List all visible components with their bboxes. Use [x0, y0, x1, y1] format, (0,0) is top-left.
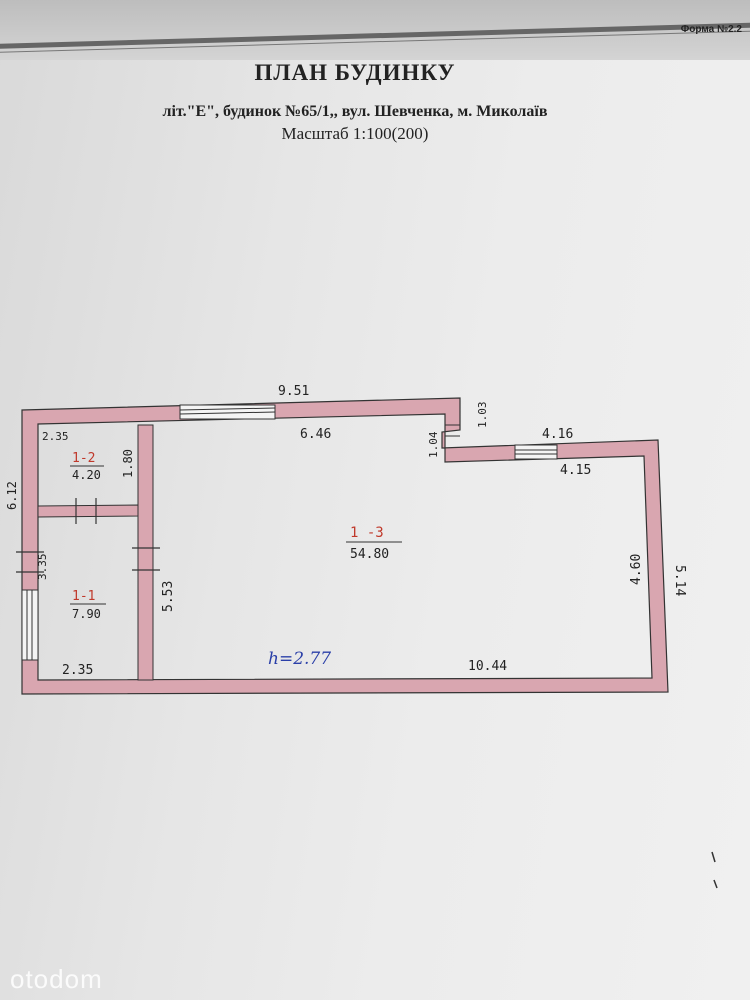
dim-top-inner: 6.46: [300, 427, 331, 442]
watermark-logo: otodom: [10, 964, 103, 994]
dim-step-inner: 1.04: [427, 431, 440, 458]
room-1-3: 1 -3 54.80: [346, 525, 402, 562]
step-opening: [445, 424, 460, 437]
partition-vertical: [137, 424, 154, 681]
door-mark-2: [132, 547, 160, 571]
dim-right-top-outer: 4.16: [542, 427, 573, 442]
dim-right-inner: 4.60: [629, 554, 644, 585]
dim-bottom-left: 2.35: [62, 663, 93, 678]
room-1-1: 1-1 7.90: [70, 589, 106, 621]
room-1-2: 1-2 4.20: [70, 451, 104, 482]
dim-room12-height: 1.80: [121, 449, 135, 478]
dim-step-vertical: 1.03: [476, 402, 489, 429]
room-id: 1-1: [72, 589, 95, 604]
dim-bottom-right: 10.44: [468, 659, 507, 674]
room-area: 7.90: [72, 607, 101, 621]
scale-note: Масштаб 1:100(200): [281, 124, 429, 143]
dim-right-outer: 5.14: [672, 565, 687, 596]
door-mark-3: [16, 551, 44, 573]
dim-right-top-inner: 4.15: [560, 463, 591, 478]
door-mark-1: [75, 498, 97, 524]
room-area: 54.80: [350, 547, 389, 562]
dim-top-total: 9.51: [278, 384, 309, 399]
dim-room12-width: 2.35: [42, 430, 69, 443]
window-right-top: [514, 444, 558, 460]
dim-left-outer: 6.12: [5, 481, 19, 510]
address-subtitle: літ."Е", будинок №65/1,, вул. Шевченка, …: [162, 103, 548, 120]
room-area: 4.20: [72, 468, 101, 482]
room-id: 1 -3: [350, 525, 384, 541]
pen-mark: [711, 851, 718, 889]
dim-partition-height: 5.53: [161, 581, 176, 612]
dim-room11-height: 3.35: [36, 554, 49, 581]
outer-wall: [21, 397, 669, 695]
ceiling-height-note: h=2.77: [268, 649, 331, 669]
window-top: [179, 404, 276, 420]
window-left: [21, 589, 39, 661]
page-title: ПЛАН БУДИНКУ: [254, 60, 456, 85]
room-id: 1-2: [72, 451, 95, 466]
partition-horizontal: [37, 504, 139, 518]
form-number: Форма №2.2: [680, 24, 742, 35]
